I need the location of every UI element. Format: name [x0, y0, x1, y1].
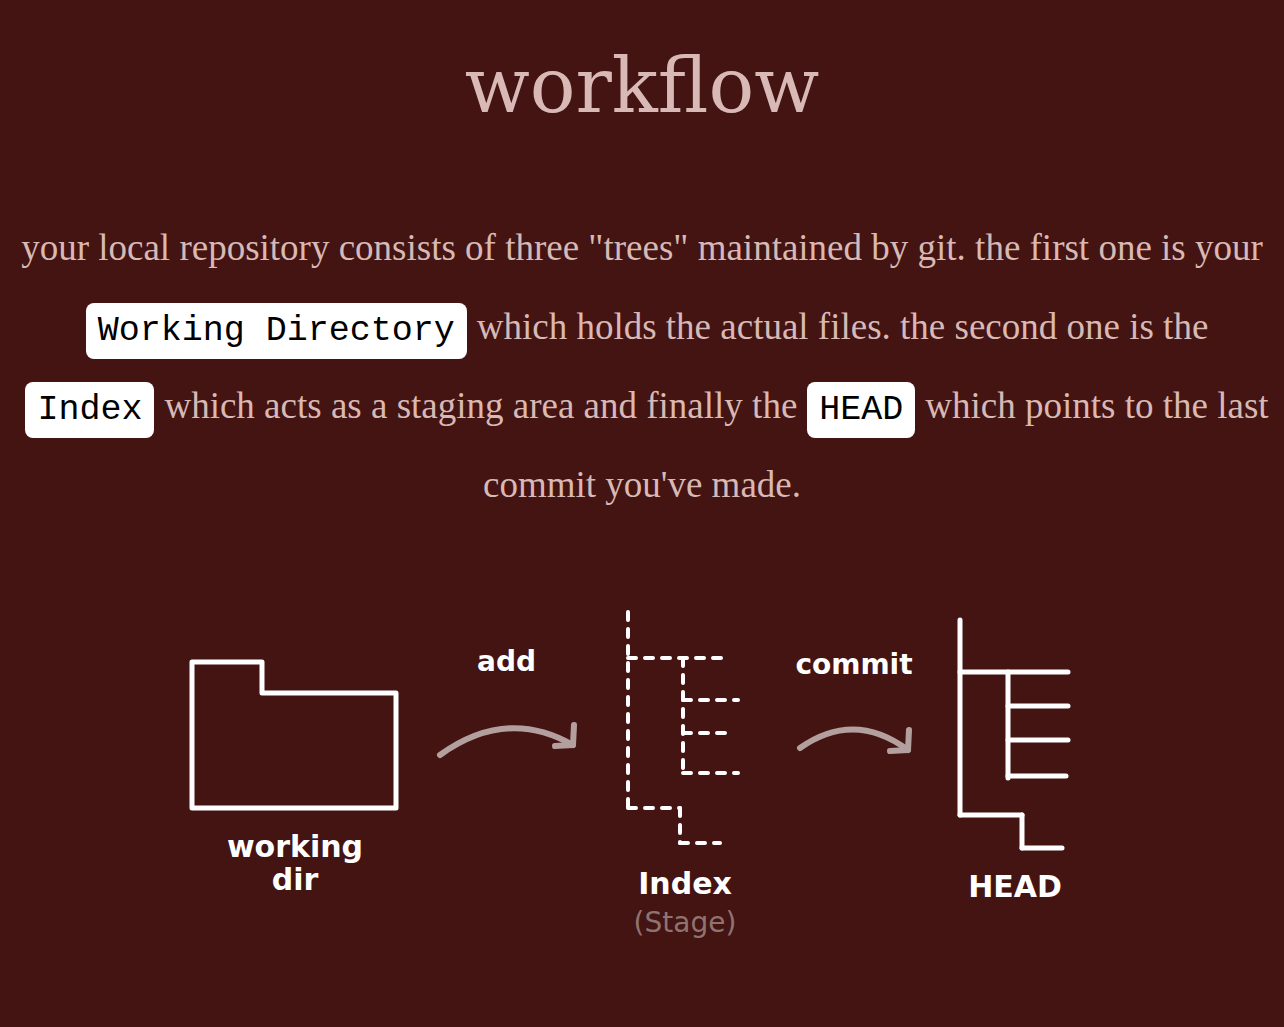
- code-chip: Working Directory: [86, 303, 467, 359]
- node-label: Index: [605, 867, 765, 900]
- paragraph-text: your local repository consists of three …: [21, 227, 1263, 268]
- arrow-label: add: [473, 645, 540, 679]
- node-label: working dir: [210, 830, 380, 896]
- page-title: workflow: [0, 40, 1284, 131]
- paragraph-text: which acts as a staging area and finally…: [164, 385, 797, 426]
- tree-node: HEAD: [940, 612, 1090, 903]
- paragraph-text: which holds the actual files. the second…: [477, 306, 1209, 347]
- node-label: HEAD: [940, 870, 1090, 903]
- code-chip: HEAD: [807, 382, 915, 438]
- stage-note: (Stage): [605, 908, 765, 939]
- arrow-label: commit: [791, 648, 916, 682]
- tree-node: working dir: [185, 655, 405, 896]
- tree-node: Index (Stage): [605, 605, 765, 939]
- intro-paragraph: your local repository consists of three …: [14, 208, 1270, 524]
- index-tree: [628, 612, 738, 843]
- code-chip: Index: [25, 382, 154, 438]
- folder-icon: [192, 662, 396, 808]
- head-tree: [960, 620, 1068, 848]
- flow-arrow: [440, 725, 574, 755]
- flow-arrow: [800, 729, 909, 751]
